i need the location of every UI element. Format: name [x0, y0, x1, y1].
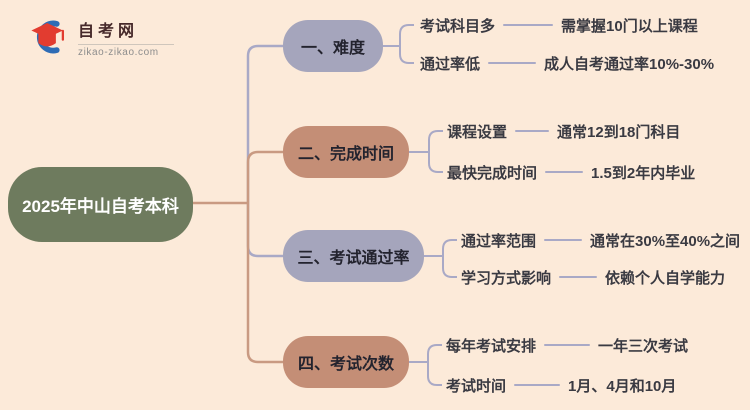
leaf-value: 1.5到2年内毕业: [591, 164, 696, 182]
leaf-row: 课程设置 通常12到18门科目: [447, 119, 680, 143]
leaf-row: 通过率范围 通常在30%至40%之间: [461, 228, 740, 252]
graduation-cap-icon: [31, 20, 65, 54]
leaf-value: 成人自考通过率10%-30%: [544, 55, 715, 73]
leaf-connector-line: [544, 344, 591, 346]
branch-3-connector: [246, 203, 283, 258]
leaf-label: 每年考试安排: [446, 337, 537, 355]
leaf-value: 通常在30%至40%之间: [590, 232, 741, 250]
branch-4-bracket: [409, 344, 442, 386]
root-node: 2025年中山自考本科: [8, 167, 193, 242]
leaf-row: 每年考试安排 一年三次考试: [446, 333, 688, 357]
leaf-label: 学习方式影响: [461, 269, 552, 287]
leaf-connector-line: [515, 130, 550, 132]
leaf-row: 考试时间 1月、4月和10月: [446, 373, 676, 397]
leaf-label: 课程设置: [447, 123, 508, 141]
leaf-value: 一年三次考试: [598, 337, 689, 355]
leaf-connector-line: [544, 239, 583, 241]
leaf-value: 依赖个人自学能力: [605, 269, 726, 287]
leaf-row: 学习方式影响 依赖个人自学能力: [461, 265, 725, 289]
leaf-label: 考试科目多: [420, 17, 496, 35]
logo-divider: [78, 43, 174, 45]
leaf-connector-line: [488, 62, 537, 64]
branch-node-pass-rate: 三、考试通过率: [283, 230, 424, 282]
leaf-row: 通过率低 成人自考通过率10%-30%: [420, 51, 714, 75]
leaf-label: 通过率范围: [461, 232, 537, 250]
leaf-connector-line: [514, 384, 561, 386]
leaf-row: 最快完成时间 1.5到2年内毕业: [447, 160, 695, 184]
leaf-row: 考试科目多 需掌握10门以上课程: [420, 13, 698, 37]
branch-3-bracket: [424, 239, 457, 278]
branch-node-completion-time: 二、完成时间: [283, 126, 409, 178]
leaf-value: 1月、4月和10月: [568, 377, 677, 395]
leaf-connector-line: [503, 24, 554, 26]
branch-2-connector: [246, 150, 283, 203]
branch-node-difficulty: 一、难度: [283, 20, 383, 72]
leaf-label: 最快完成时间: [447, 164, 538, 182]
leaf-connector-line: [559, 276, 598, 278]
branch-2-bracket: [409, 130, 443, 173]
leaf-value: 需掌握10门以上课程: [561, 17, 698, 35]
leaf-label: 通过率低: [420, 55, 481, 73]
site-logo: 自考网 zikao-zikao.com: [27, 16, 174, 58]
branch-node-exam-frequency: 四、考试次数: [283, 336, 409, 388]
site-name: 自考网: [78, 22, 139, 40]
logo-text-block: 自考网 zikao-zikao.com: [78, 17, 174, 58]
branch-4-connector: [246, 203, 283, 364]
site-domain: zikao-zikao.com: [78, 46, 159, 58]
leaf-label: 考试时间: [446, 377, 507, 395]
branch-1-connector: [246, 44, 283, 203]
branch-1-bracket: [383, 24, 414, 64]
leaf-value: 通常12到18门科目: [557, 123, 681, 141]
leaf-connector-line: [545, 171, 584, 173]
